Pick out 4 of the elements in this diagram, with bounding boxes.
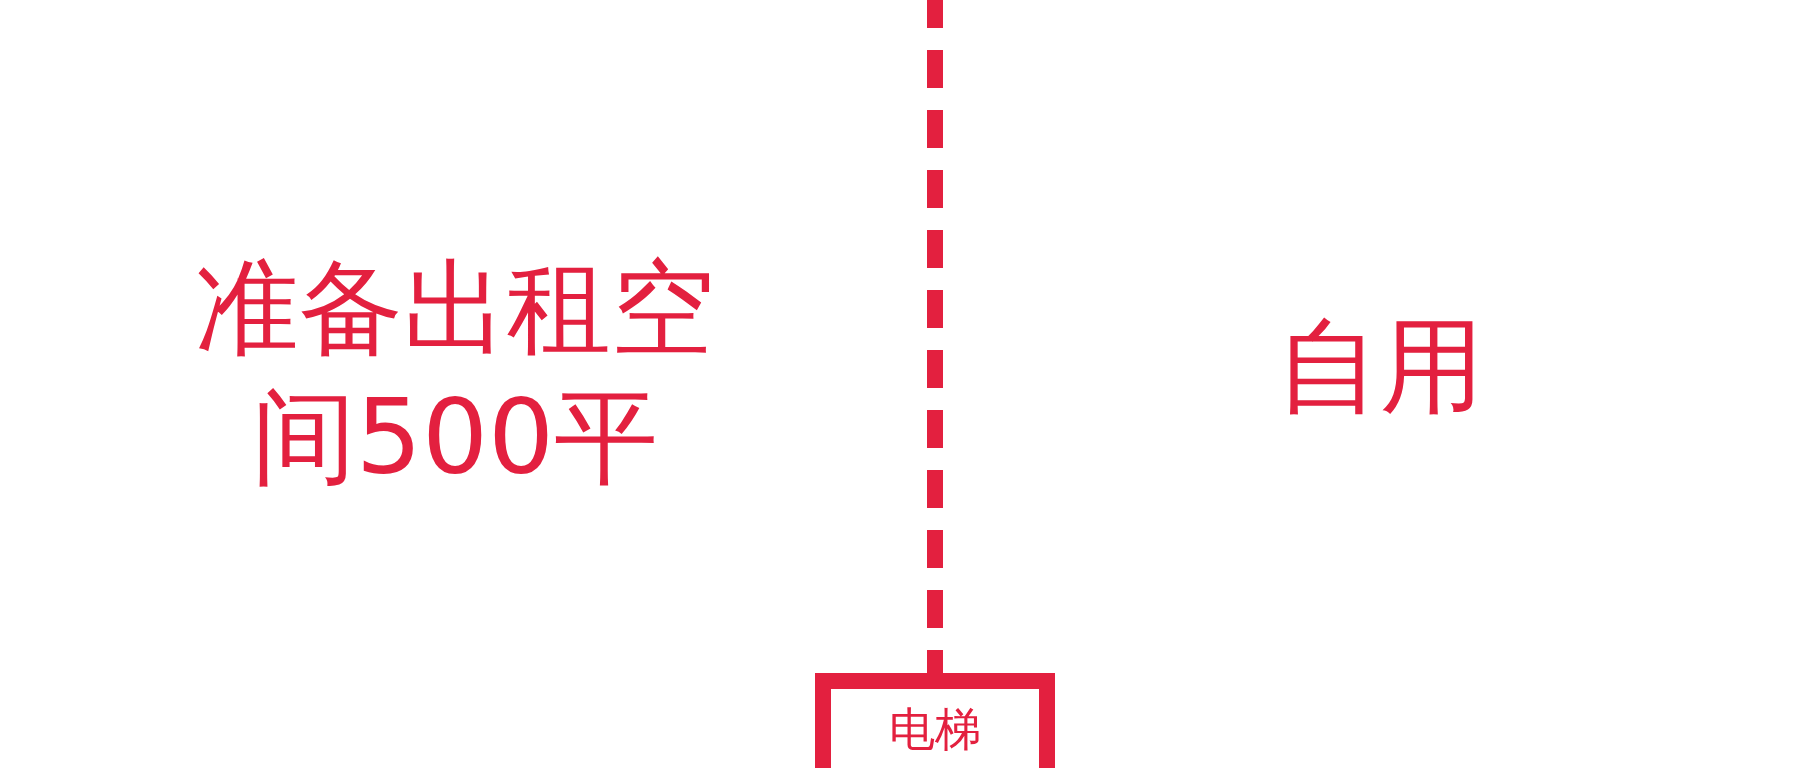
elevator-label: 电梯 xyxy=(889,705,981,752)
area-label: 自用 xyxy=(1276,305,1484,427)
elevator-box xyxy=(815,673,1055,768)
area-label: 准备出租空间500平 xyxy=(195,247,715,498)
